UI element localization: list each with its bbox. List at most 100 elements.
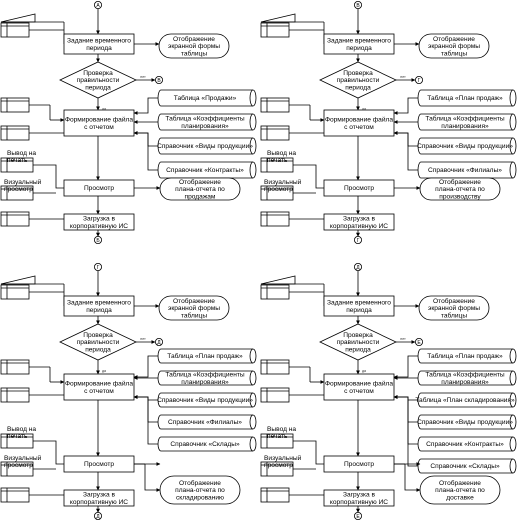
data-source-3-edge	[249, 392, 254, 408]
screen-form-display	[418, 33, 490, 59]
data-source-label: Справочник «Виды продукции»	[417, 143, 513, 150]
view-process-label: Просмотр	[344, 461, 374, 468]
no-connector	[414, 76, 423, 85]
load-doc-icon	[0, 487, 30, 503]
data-source-label: Таблица «План продаж»	[427, 94, 503, 102]
data-source-4-edge	[249, 414, 254, 430]
load-doc-icon	[0, 211, 30, 227]
data-source-1-edge	[509, 348, 514, 364]
no-connector	[154, 338, 163, 347]
no-connector-label: В	[157, 78, 161, 84]
data-source-arrow	[133, 395, 158, 423]
data-source-label: Таблица «План продаж»	[167, 352, 243, 360]
report-doc-icon	[260, 359, 290, 375]
data-source-arrow	[393, 131, 418, 147]
data-source-arrow	[133, 395, 158, 401]
no-connector	[414, 338, 423, 347]
data-source-arrow	[393, 131, 418, 171]
print-line	[293, 440, 324, 465]
data-source-label: Справочник «Склады»	[170, 441, 240, 448]
data-source-arrow	[393, 395, 418, 467]
load-process	[323, 213, 395, 231]
formation-process	[63, 373, 135, 401]
data-source-2-edge	[249, 370, 254, 386]
plan-display	[159, 475, 241, 505]
data-source-2-edge	[249, 113, 254, 131]
yes-branch-label: да	[102, 369, 106, 373]
report-doc-icon-2	[0, 387, 30, 403]
input-doc-icon	[260, 22, 290, 38]
data-source-5-edge	[249, 436, 254, 452]
screen-form-display	[158, 33, 230, 59]
data-source-1-edge	[249, 89, 254, 107]
data-source-arrow	[133, 395, 158, 445]
data-source-2-edge	[509, 370, 514, 386]
data-source-arrow	[133, 97, 158, 115]
formation-process	[323, 373, 395, 401]
input-slant-icon	[0, 275, 36, 285]
plan-branch-2	[144, 464, 161, 492]
load-doc-icon	[260, 487, 290, 503]
end-connector	[94, 511, 103, 520]
end-connector-label: Е	[356, 514, 360, 520]
data-source-label: Справочник «Филиалы»	[168, 419, 242, 426]
start-connector-label: Д	[356, 265, 360, 271]
input-slant-icon	[0, 13, 36, 23]
load-process	[63, 213, 135, 231]
report-doc-icon-2	[260, 125, 290, 141]
report-doc-icon	[0, 97, 30, 113]
input-doc-icon	[260, 284, 290, 300]
data-source-label: Справочник «Виды продукции»	[417, 419, 513, 426]
data-source-label: Таблица «План продаж»	[427, 352, 503, 360]
view-process-label: Просмотр	[84, 185, 114, 192]
input-slant-icon	[260, 13, 296, 23]
end-connector-label: Б	[96, 238, 100, 244]
data-source-label: Справочник «Контракты»	[166, 167, 244, 174]
load-process	[63, 489, 135, 507]
data-source-4-edge	[509, 414, 514, 430]
no-branch-label: нет	[140, 75, 146, 79]
print-line	[33, 164, 64, 189]
end-connector	[354, 511, 363, 520]
no-connector	[154, 76, 163, 85]
data-source-label: Таблица «Продажи»	[174, 94, 237, 102]
data-source-3-edge	[509, 137, 514, 155]
data-source-arrow	[133, 355, 158, 379]
data-source-arrow	[393, 355, 418, 379]
report-doc-icon	[0, 359, 30, 375]
yes-branch-label: да	[362, 369, 366, 373]
data-source-6-edge	[509, 458, 514, 474]
start-connector-label: В	[356, 3, 360, 9]
start-connector-label: А	[96, 3, 100, 9]
